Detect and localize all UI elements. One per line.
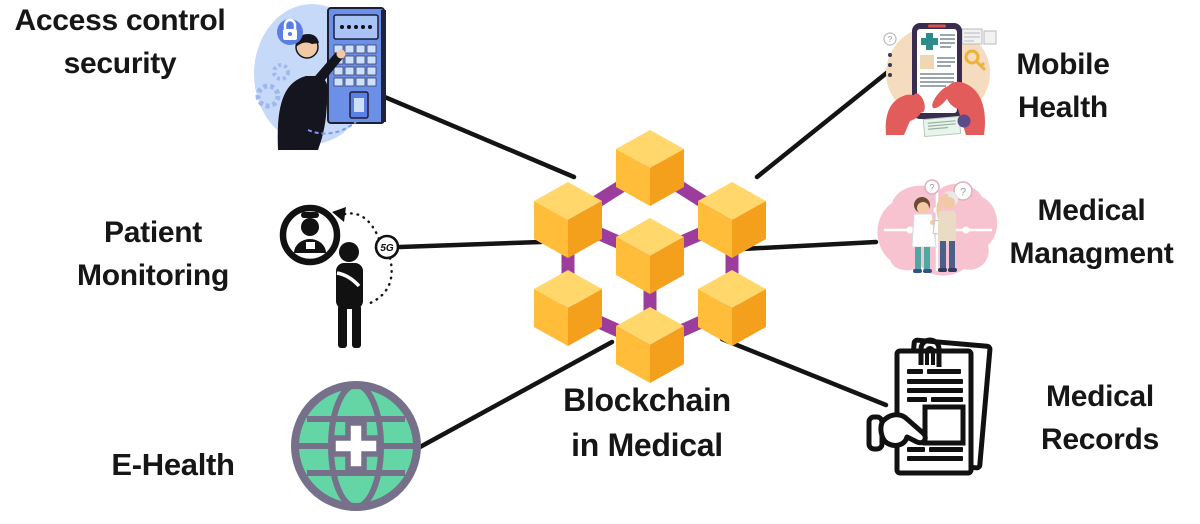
node-label-e-health: E-Health xyxy=(73,443,273,487)
medical-cross-icon xyxy=(921,33,938,50)
patient-monitoring-icon: 5G xyxy=(279,204,400,348)
key-icon xyxy=(964,49,987,72)
label-line: in Medical xyxy=(571,427,723,464)
question-mark: ? xyxy=(929,183,934,193)
node-label-medical-managment: Medical Managment xyxy=(984,190,1199,275)
node-label-medical-records: Medical Records xyxy=(1005,376,1195,461)
connector-access-control xyxy=(377,92,577,180)
label-line: Monitoring xyxy=(77,258,229,292)
keypad-panel xyxy=(327,7,386,124)
center-node-label: Blockchain in Medical xyxy=(522,378,772,469)
node-label-mobile-health: Mobile Health xyxy=(988,44,1138,129)
block-cube xyxy=(616,218,684,294)
lock-icon xyxy=(277,18,303,45)
question-mark: ? xyxy=(960,187,966,199)
block-cube xyxy=(534,182,602,258)
question-badge: ? xyxy=(883,32,897,46)
e-health-globe-icon xyxy=(291,381,421,511)
patient-figure xyxy=(936,191,958,272)
image-placeholder xyxy=(922,404,966,446)
label-line: security xyxy=(63,46,177,80)
document-thumbnails xyxy=(961,28,997,45)
label-line: Managment xyxy=(1009,236,1174,270)
blockchain-icon xyxy=(534,130,766,383)
node-label-access-control: Access control security xyxy=(0,0,240,85)
dashed-arrow xyxy=(307,121,357,135)
blockchain-cubes xyxy=(534,130,766,383)
patient-figure xyxy=(336,242,363,348)
block-cube xyxy=(698,270,766,346)
screen-photo xyxy=(920,55,934,69)
doctor-figure xyxy=(911,197,947,273)
dashed-arc-down xyxy=(366,256,393,306)
connector-medical-managment xyxy=(739,239,879,252)
label-line: E-Health xyxy=(111,447,235,482)
block-cube xyxy=(698,182,766,258)
receipt xyxy=(922,115,962,138)
stamp-icon xyxy=(957,114,971,128)
doctor-avatar-icon xyxy=(279,204,341,266)
block-cube xyxy=(534,270,602,346)
label-line: Access control xyxy=(14,4,226,37)
access-control-illustration xyxy=(254,4,386,150)
node-label-patient-monitoring: Patient Monitoring xyxy=(38,212,268,297)
medical-cross-icon xyxy=(330,420,382,472)
keypad-buttons xyxy=(333,44,377,87)
connector-medical-records xyxy=(719,336,889,408)
dashed-arc-up xyxy=(343,212,381,241)
dots-column xyxy=(888,53,892,77)
hands xyxy=(885,81,986,135)
medical-records-icon xyxy=(866,337,993,476)
label-line: Patient xyxy=(104,216,202,249)
connector-mobile-health xyxy=(754,68,892,180)
block-cube xyxy=(616,307,684,383)
label-line: Health xyxy=(1018,90,1108,124)
paperclip-icon xyxy=(918,337,942,367)
password-dots xyxy=(340,25,372,29)
label-line: Medical xyxy=(1037,194,1146,227)
label-line: Records xyxy=(1041,422,1159,456)
arrowhead xyxy=(332,207,346,222)
screen-text-lines xyxy=(920,34,955,87)
document-text-lines xyxy=(907,369,963,461)
five-g-label: 5G xyxy=(380,243,394,254)
mobile-health-illustration: ? xyxy=(883,23,997,138)
five-g-badge: 5G xyxy=(374,234,400,260)
pointing-hand-icon xyxy=(866,412,928,452)
block-cube xyxy=(616,130,684,206)
connector-e-health xyxy=(417,339,615,450)
connector-patient-monitoring xyxy=(397,239,544,250)
gear-icon xyxy=(255,63,290,109)
question-mark: ? xyxy=(888,35,893,44)
label-line: Blockchain xyxy=(563,382,731,418)
label-line: Medical xyxy=(1046,380,1154,413)
label-line: Mobile xyxy=(1016,48,1110,81)
medical-managment-illustration: ? ? xyxy=(877,179,998,276)
